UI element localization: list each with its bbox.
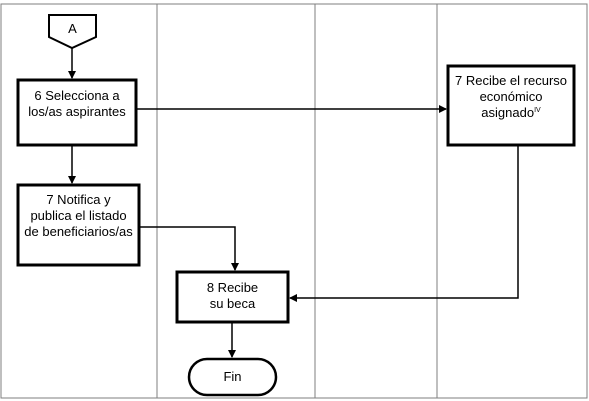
arrow-step-7-notifica-to-step-8 — [139, 226, 239, 271]
step-6-label: 6 Selecciona a los/as aspirantes — [28, 88, 126, 119]
step-6-box — [16, 78, 138, 147]
step-8-label: 8 Recibe su beca — [206, 280, 259, 311]
off-page-connector-shape — [48, 14, 97, 50]
off-page-connector-label: A — [68, 21, 77, 36]
arrow-step-7-recibe-to-step-8 — [289, 145, 519, 302]
step-7-recibe-superscript: IV — [534, 107, 541, 114]
step-7-notifica-label: 7 Notifica y publica el listado de benef… — [24, 192, 133, 239]
end-terminator-label: Fin — [223, 369, 242, 384]
step-7-recibe-text: 7 Recibe el recurso económico asignado — [455, 73, 567, 120]
step-7-recibe-box — [446, 64, 576, 147]
swimlane-frame — [0, 3, 588, 399]
end-terminator-shape — [187, 357, 278, 397]
step-7-recibe-label: 7 Recibe el recurso económico asignadoIV — [452, 73, 570, 121]
step-7-notifica-box — [16, 183, 141, 267]
